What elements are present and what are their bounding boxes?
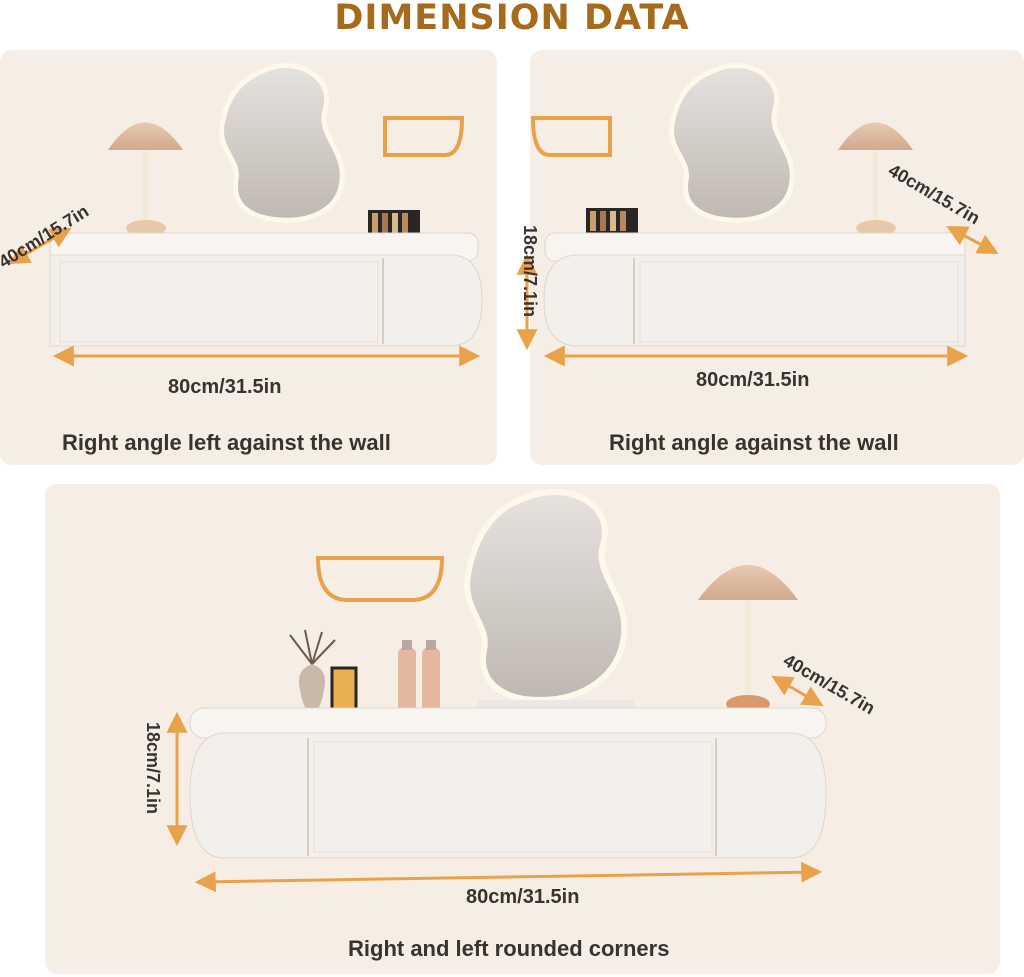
panel3-illustration [166, 489, 827, 893]
height-label: 18cm/7.1in [520, 225, 540, 318]
panel2-illustration [516, 63, 999, 367]
height-label: 18cm/7.1in [143, 722, 163, 815]
wavy-mirror [219, 63, 345, 223]
caption-left-wall: Right angle left against the wall [62, 430, 391, 455]
width-label: 80cm/31.5in [696, 369, 810, 391]
panel1-illustration [8, 63, 483, 367]
mushroom-lamp [698, 565, 798, 713]
wavy-mirror [464, 489, 628, 704]
mushroom-lamp [108, 122, 183, 236]
wavy-mirror [669, 63, 795, 223]
width-label: 80cm/31.5in [466, 886, 580, 908]
caption-right-wall: Right angle against the wall [609, 430, 899, 455]
width-label: 80cm/31.5in [168, 376, 282, 398]
page-title: DIMENSION DATA [334, 0, 690, 38]
caption-rounded-corners: Right and left rounded corners [348, 936, 670, 961]
mushroom-lamp [838, 122, 913, 236]
